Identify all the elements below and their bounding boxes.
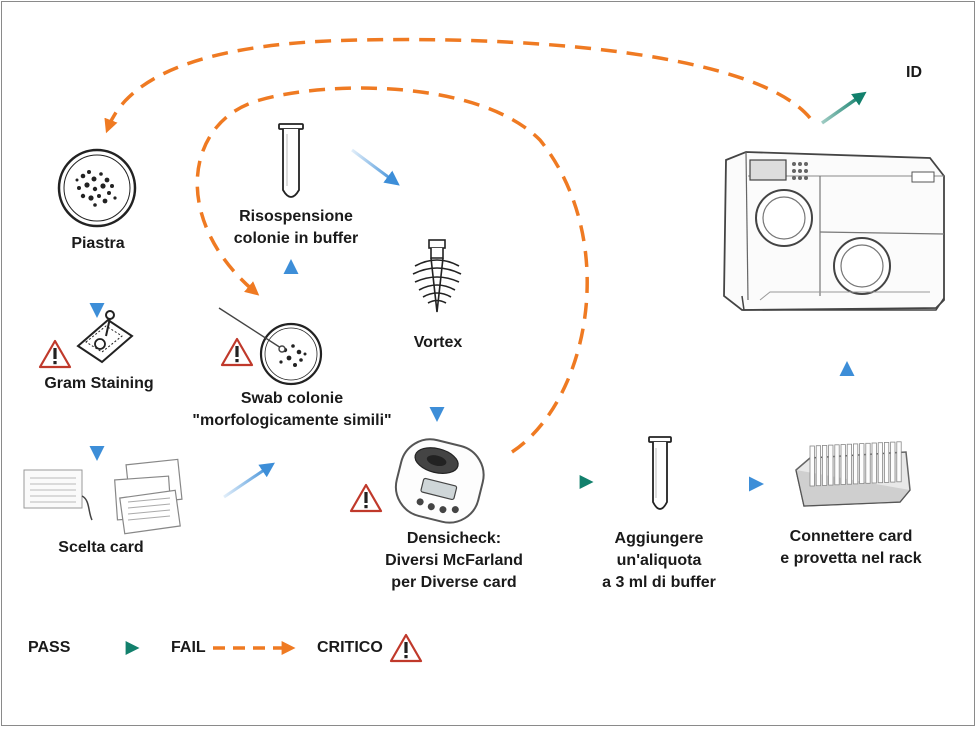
gram-slide-icon: [76, 310, 134, 364]
rack-card-slot: [834, 444, 840, 486]
label-densicheck: Densicheck: Diversi McFarland per Divers…: [385, 530, 523, 591]
densitometer-icon: [394, 438, 485, 524]
rack-card-slot: [890, 441, 896, 483]
label-scelta-card: Scelta card: [58, 539, 144, 556]
legend-pass-label: PASS: [28, 639, 71, 656]
warning-densi-icon: [349, 483, 383, 513]
label-risospensione: Risospensione colonie in buffer: [233, 208, 359, 247]
test-tube-icon-aggiungere: [648, 436, 672, 510]
analyzer-instrument-icon: [723, 151, 945, 311]
warning-swab-icon: [220, 337, 254, 367]
label-piastra: Piastra: [71, 235, 125, 252]
label-aggiungere: Aggiungere un'aliquota a 3 ml di buffer: [602, 530, 716, 591]
rack-card-slot: [840, 444, 846, 485]
test-tube-icon-risosp: [278, 123, 304, 198]
rack-card-slot: [853, 443, 859, 485]
label-gram-staining: Gram Staining: [44, 375, 154, 392]
label-vortex: Vortex: [413, 334, 463, 351]
card-rack-icon: [795, 441, 911, 507]
legend-warning-icon: [389, 633, 423, 663]
rack-card-slot: [884, 441, 890, 483]
warning-gram-icon: [38, 339, 72, 369]
rack-card-slot: [865, 442, 871, 484]
pass-arrow-id: [820, 91, 867, 125]
vortex-icon: [412, 239, 462, 313]
rack-card-slot: [877, 442, 884, 484]
arrow-risosp-vortex: [351, 148, 400, 186]
rack-card-slot: [822, 444, 828, 486]
fail-loop-inner: [195, 86, 589, 454]
rack-card-slot: [809, 445, 815, 487]
rack-card-slot: [815, 445, 822, 487]
rack-card-slot: [859, 443, 865, 485]
legend-critico-label: CRITICO: [317, 639, 383, 656]
label-swab: Swab colonie "morfologicamente simili": [192, 390, 392, 429]
rack-card-slot: [871, 442, 877, 484]
legend-fail-label: FAIL: [171, 639, 206, 656]
rack-card-slot: [896, 441, 902, 483]
rack-card-slot: [828, 444, 834, 486]
rack-card-slot: [846, 443, 853, 485]
card-sheets-icon: [23, 458, 183, 535]
label-connettere: Connettere card e provetta nel rack: [780, 528, 922, 567]
arrow-scelta-swab: [223, 462, 275, 499]
petri-dish-icon: [57, 148, 137, 228]
label-id: ID: [906, 64, 922, 81]
fail-loop-outer: [104, 37, 812, 134]
swab-plate-icon: [218, 307, 323, 386]
